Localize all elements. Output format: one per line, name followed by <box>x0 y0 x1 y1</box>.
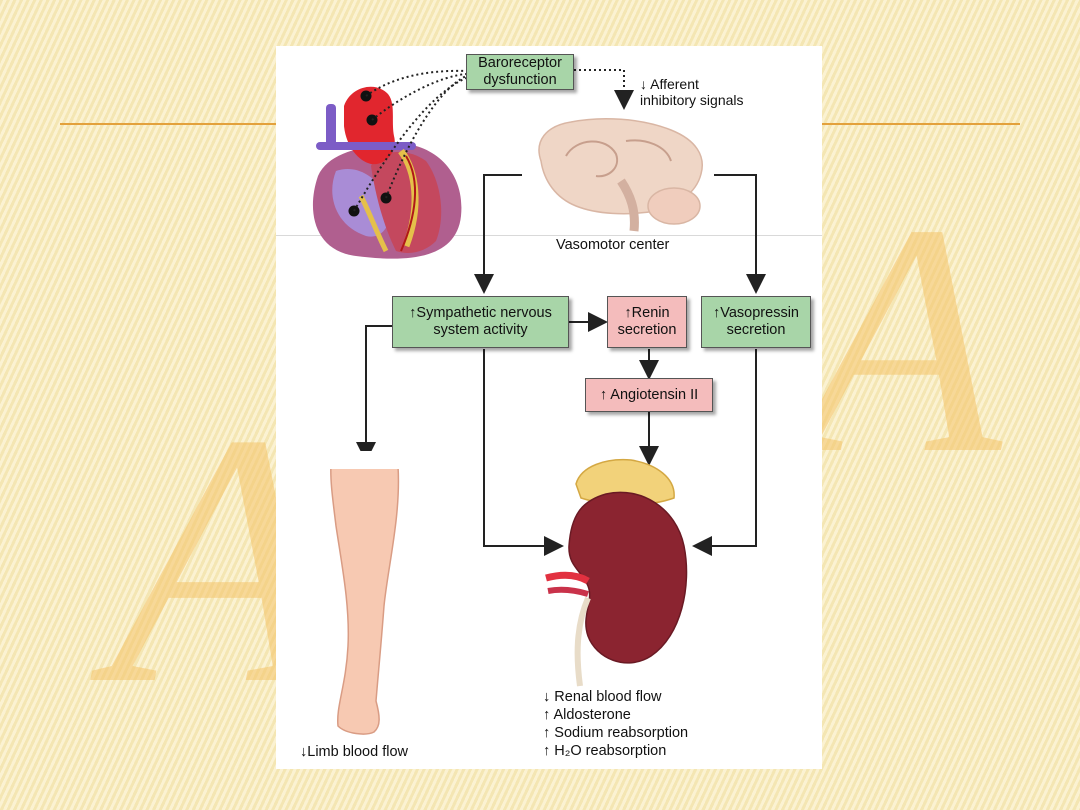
angiotensin-box: ↑ Angiotensin II <box>585 378 713 412</box>
effect-renal: ↓ Renal blood flow <box>543 689 662 705</box>
effect-water: ↑ H₂O reabsorption <box>543 743 667 759</box>
sympathetic-box: ↑Sympathetic nervous system activity <box>392 296 569 348</box>
effect-sodium: ↑ Sodium reabsorption <box>543 725 689 741</box>
vasopressin-box: ↑Vasopressin secretion <box>701 296 811 348</box>
afferent-label: ↓ Afferent inhibitory signals <box>640 76 744 108</box>
brain-illustration <box>538 117 703 232</box>
limb-label: ↓Limb blood flow <box>300 744 408 760</box>
renin-box: ↑Renin secretion <box>607 296 687 348</box>
leg-illustration <box>324 451 406 735</box>
vasomotor-label: Vasomotor center <box>556 237 670 253</box>
effect-aldosterone: ↑ Aldosterone <box>543 707 631 723</box>
heart-illustration <box>312 86 462 259</box>
kidney-effects-list: ↓ Renal blood flow ↑ Aldosterone ↑ Sodiu… <box>543 688 688 760</box>
kidney-illustration <box>545 458 688 687</box>
diagram-graphics <box>312 69 766 735</box>
panel-seam <box>276 235 822 236</box>
baroreceptor-box: Baroreceptor dysfunction <box>466 54 574 90</box>
